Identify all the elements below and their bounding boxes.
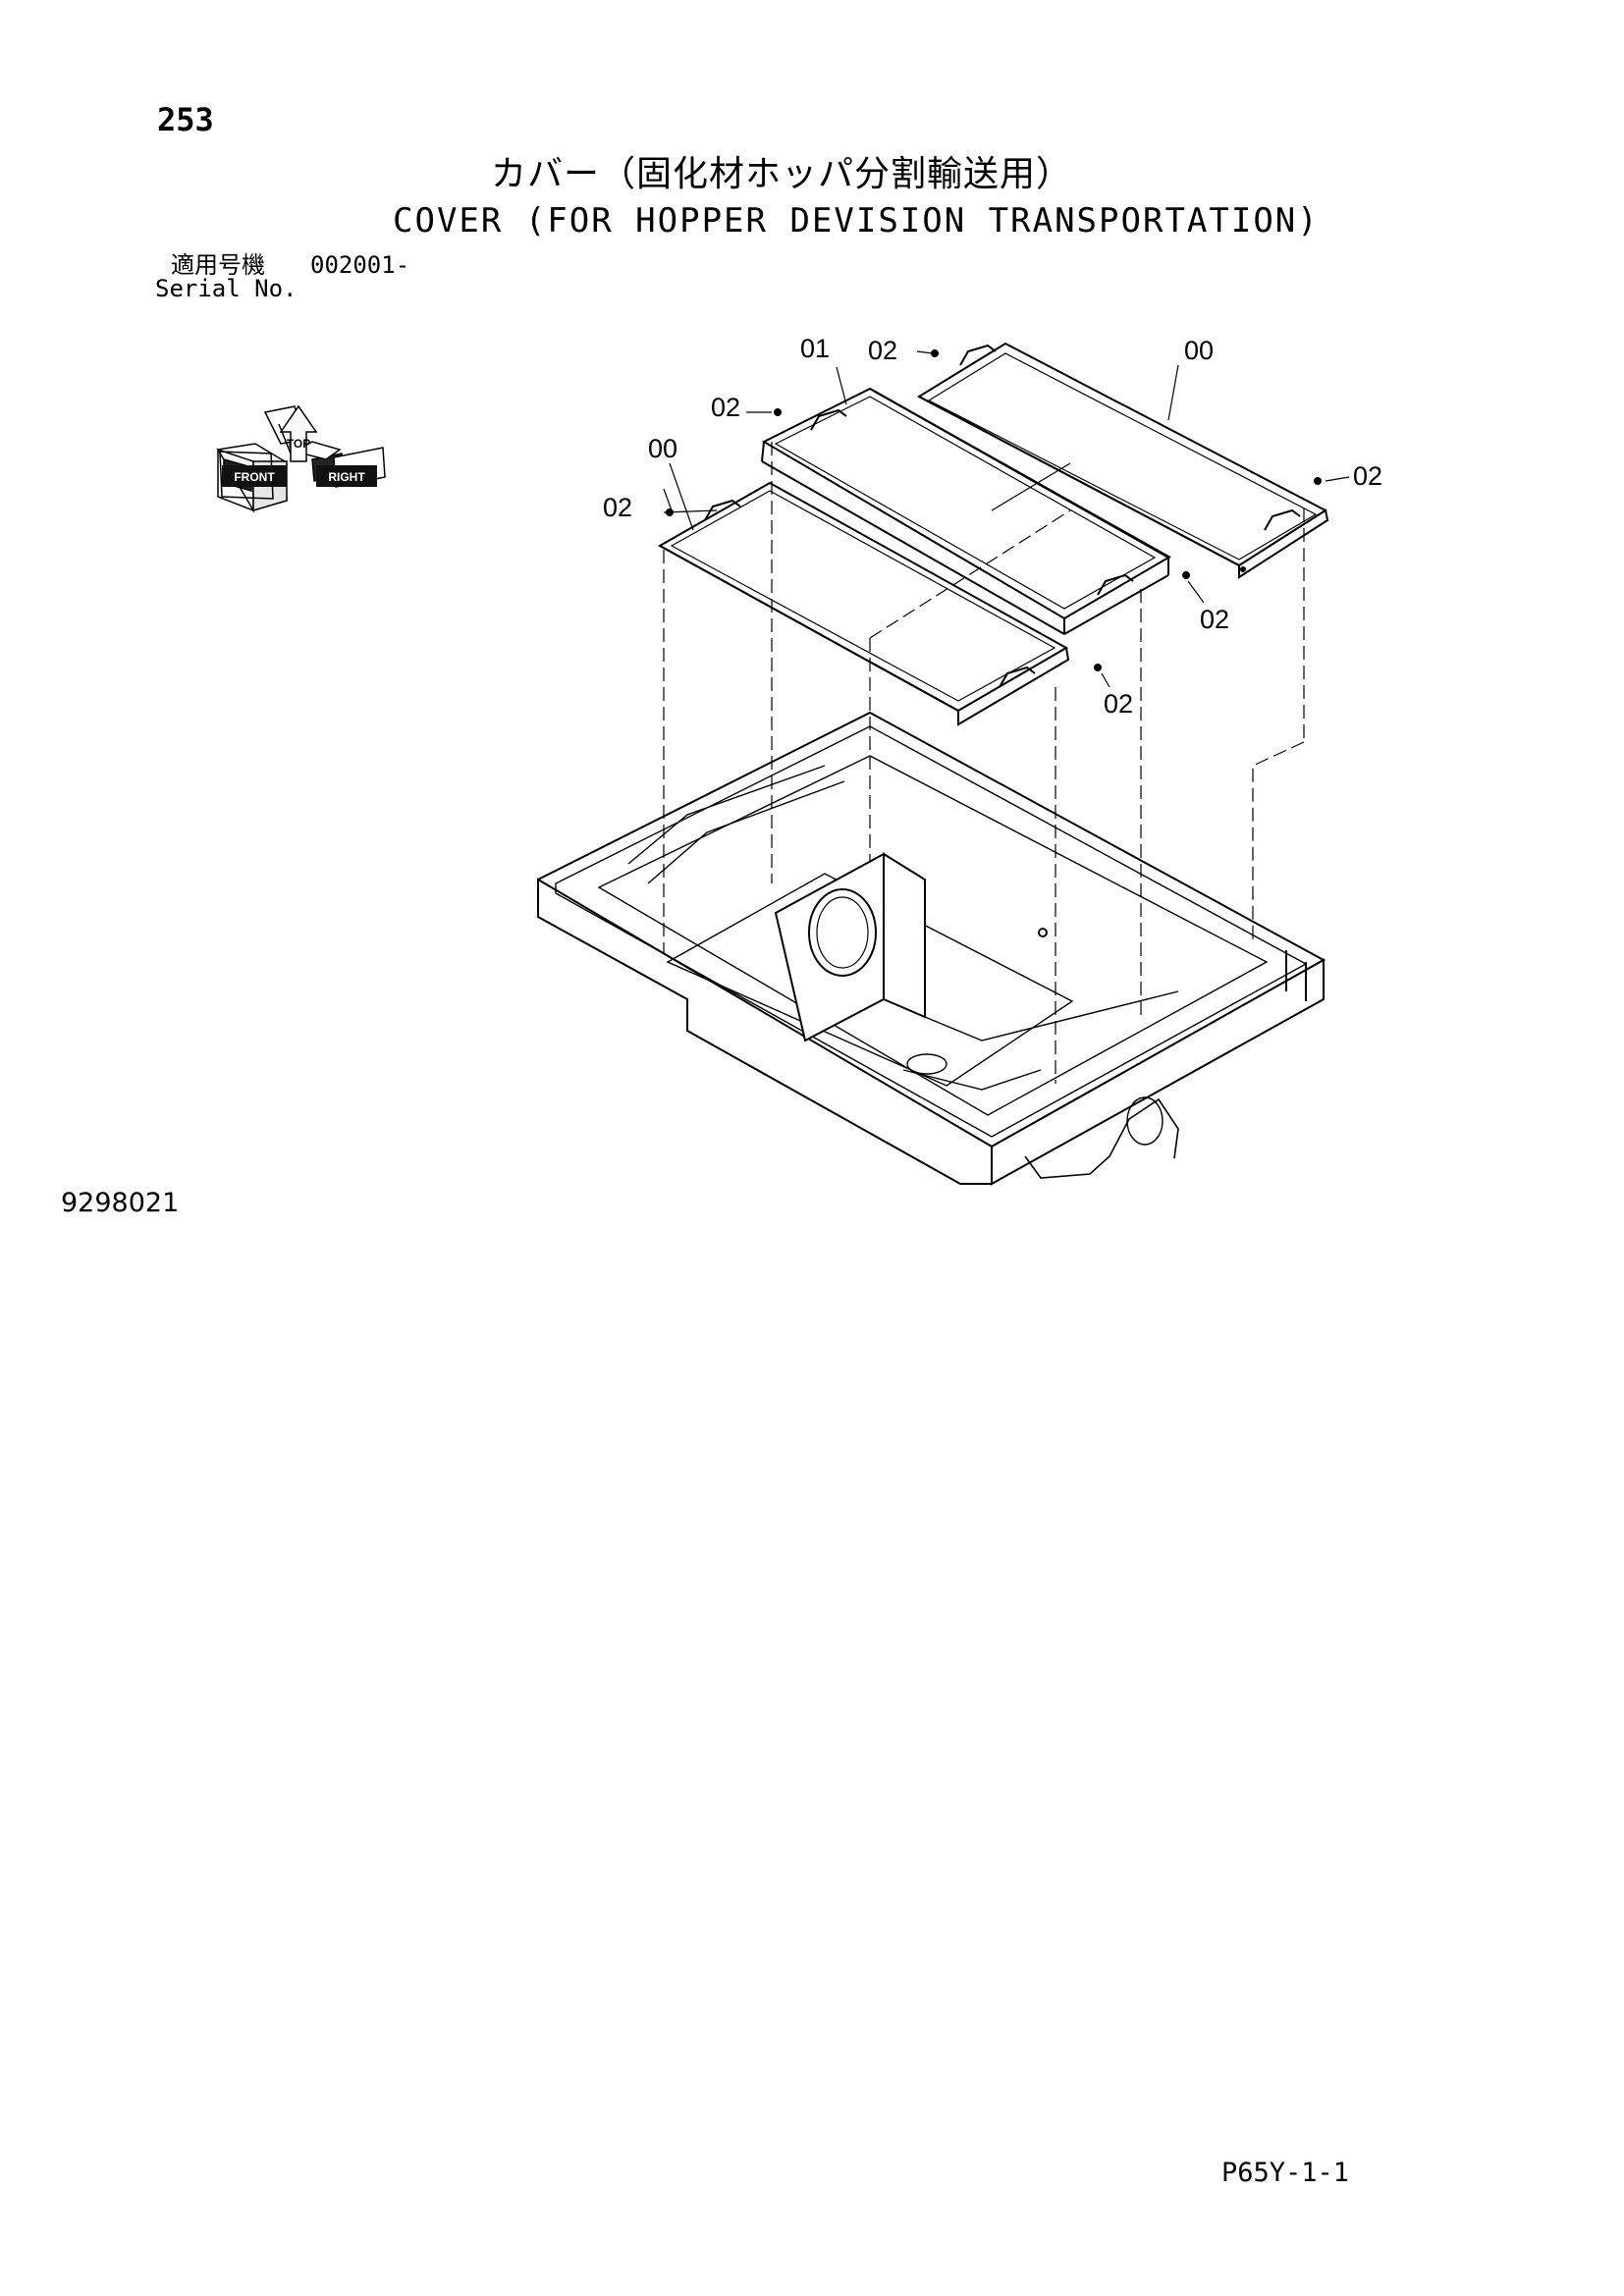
serial-range: 002001- — [310, 251, 410, 279]
orientation-front-plate — [222, 465, 287, 487]
callout-label: 00 — [648, 434, 677, 463]
bolt-icon — [1182, 571, 1190, 579]
cover-panel-right — [916, 342, 1329, 579]
orientation-top-arrow — [279, 404, 318, 462]
cover-panel-left — [657, 481, 1070, 726]
callout-label: 02 — [603, 493, 632, 522]
page-code: P65Y-1-1 — [1221, 2158, 1350, 2188]
orientation-right-plate — [316, 465, 377, 487]
callout-leader-lines — [663, 350, 1350, 688]
bolt-icon — [931, 349, 939, 357]
cover-panel-center — [761, 387, 1171, 635]
figure-code: 9298021 — [61, 1188, 180, 1218]
bolt-icon — [774, 408, 782, 416]
bolt-markers — [666, 349, 1322, 671]
bolt-icon — [1314, 477, 1322, 485]
callout-label: 00 — [1184, 336, 1214, 365]
callout-label: 01 — [800, 334, 830, 363]
page-title-japanese: カバー（固化材ホッパ分割輸送用） — [491, 154, 1073, 194]
callout-label: 02 — [1200, 605, 1229, 634]
serial-label-japanese: 適用号機 — [171, 251, 265, 279]
orientation-right-label: RIGHT — [328, 470, 365, 484]
page-number: 253 — [157, 101, 214, 138]
page-title-english: COVER (FOR HOPPER DEVISION TRANSPORTATIO… — [393, 201, 1320, 240]
callout-label: 02 — [868, 336, 897, 365]
orientation-front-label: FRONT — [234, 470, 275, 484]
callout-label: 02 — [711, 393, 740, 422]
callout-label: 02 — [1104, 689, 1133, 719]
serial-label-english: Serial No. — [155, 275, 298, 302]
callout-label: 02 — [1353, 461, 1382, 491]
orientation-top-label: TOP — [287, 437, 310, 451]
hopper-frame — [537, 711, 1326, 1186]
bolt-icon — [1094, 664, 1102, 671]
